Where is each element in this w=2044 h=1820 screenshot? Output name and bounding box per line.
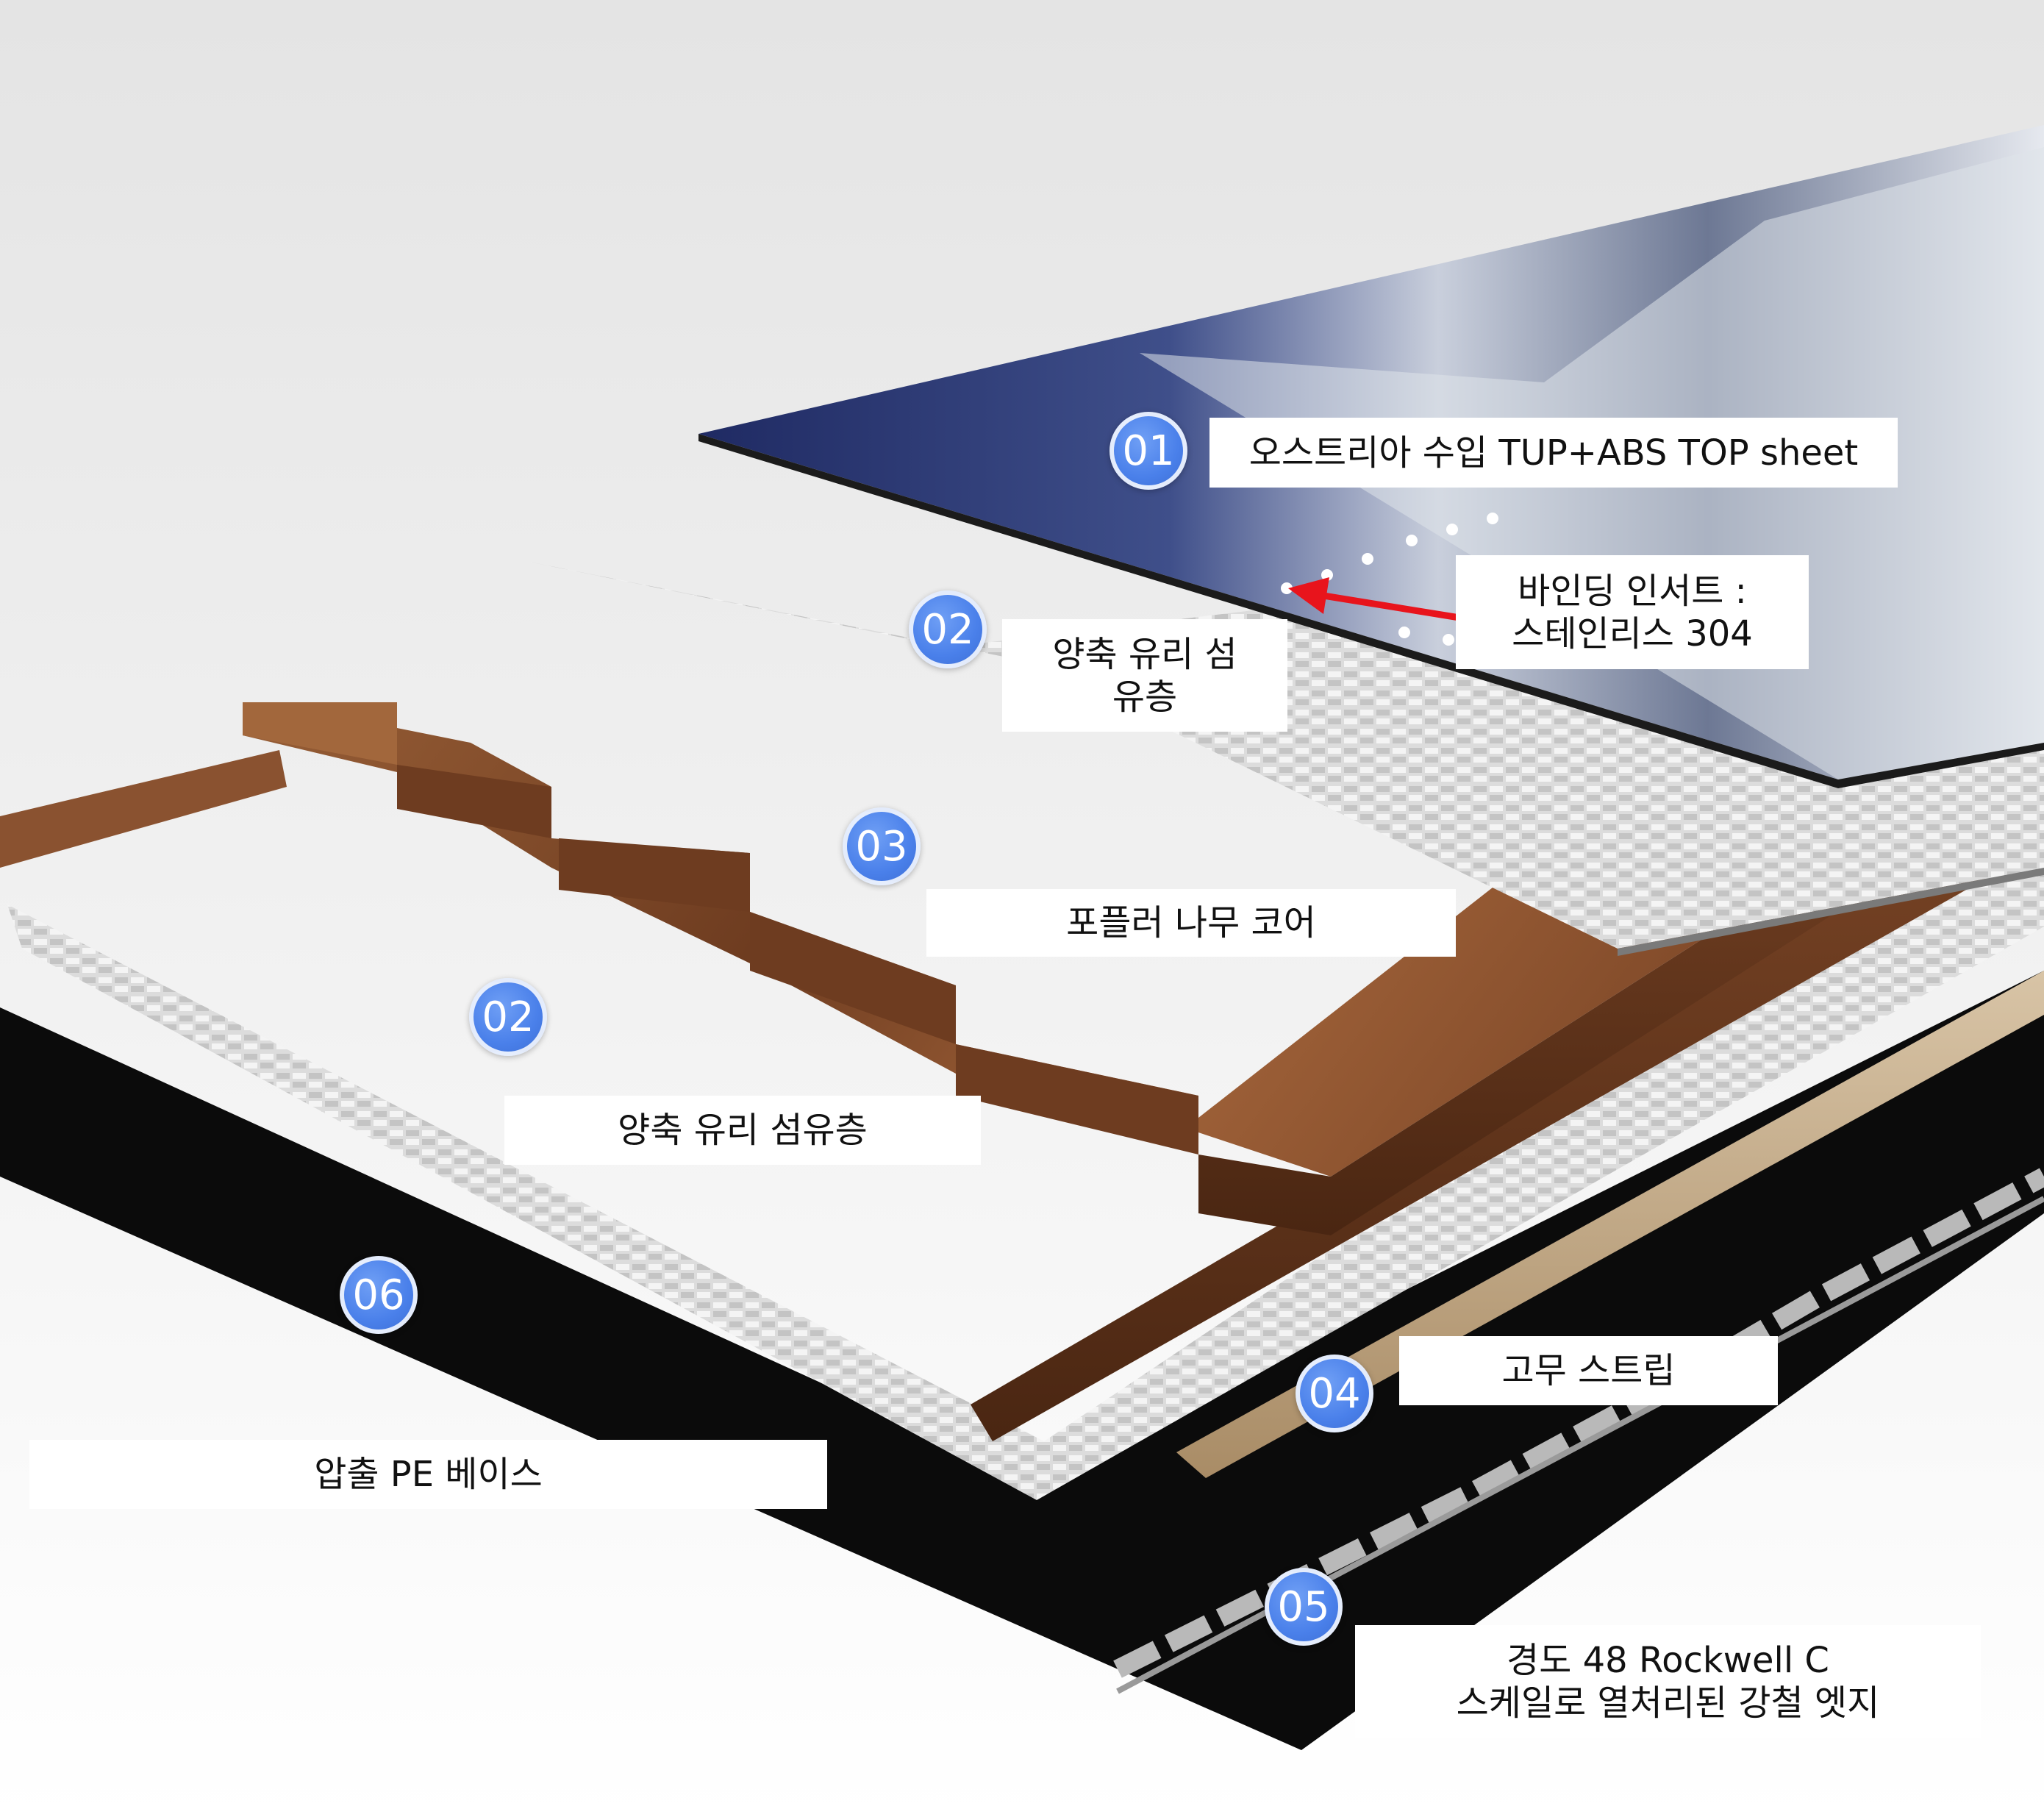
binding-insert-arrow-head	[1288, 577, 1329, 614]
binding-insert-dots	[1281, 513, 1498, 646]
glass-fiber-lower-layer	[7, 772, 2044, 1500]
binding-insert-arrow-line	[1323, 592, 1460, 621]
rubber-strip-layer	[1176, 971, 2044, 1478]
wood-bottom-edge	[1198, 721, 2044, 1235]
pe-base-layer	[0, 971, 2044, 1750]
poplar-wood-core-top	[243, 456, 2044, 1177]
label-rubber-strip: 고무 스트립	[1399, 1336, 1778, 1405]
poplar-wood-core-teeth	[243, 702, 397, 765]
label-binding-insert: 바인딩 인서트 : 스테인리스 304	[1456, 555, 1809, 669]
wood-tooth-2	[559, 838, 750, 912]
glass-fiber-upper-edge	[1618, 868, 2044, 956]
badge-05: 05	[1265, 1568, 1343, 1646]
steel-edge-layer	[1113, 1168, 2044, 1678]
label-top-sheet: 오스트리아 수입 TUP+ABS TOP sheet	[1209, 418, 1898, 488]
label-poplar-core: 포플러 나무 코어	[926, 889, 1456, 957]
wood-left-rail	[0, 750, 287, 868]
badge-01: 01	[1109, 412, 1187, 490]
wood-tooth-1	[397, 765, 551, 838]
badge-06: 06	[340, 1256, 418, 1334]
label-pe-base: 압출 PE 베이스	[29, 1440, 827, 1509]
wood-tooth-3	[750, 912, 956, 1044]
label-glass-fiber-upper: 양축 유리 섬 유층	[1002, 619, 1287, 732]
label-steel-edge: 경도 48 Rockwell C 스케일로 열처리된 강철 엣지	[1355, 1625, 1981, 1738]
badge-02-lower: 02	[469, 978, 547, 1056]
label-glass-fiber-lower: 양축 유리 섬유층	[504, 1096, 981, 1165]
badge-04: 04	[1296, 1355, 1373, 1432]
wood-tooth-4	[956, 1044, 1198, 1155]
badge-03: 03	[843, 807, 921, 885]
badge-02-upper: 02	[909, 590, 987, 668]
